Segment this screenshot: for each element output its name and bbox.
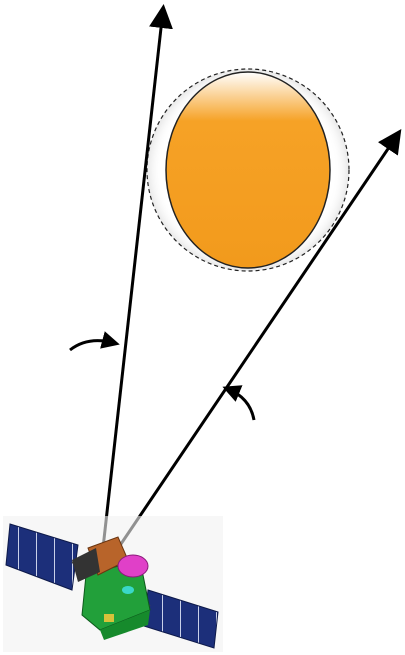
angle-marker-2 <box>228 389 254 420</box>
dish-antenna <box>118 555 148 577</box>
sun-disc-icon <box>166 72 330 268</box>
satellite-icon <box>3 516 223 652</box>
line-of-sight-1 <box>100 10 163 575</box>
angle-marker-1 <box>70 341 114 350</box>
sun <box>147 69 349 271</box>
